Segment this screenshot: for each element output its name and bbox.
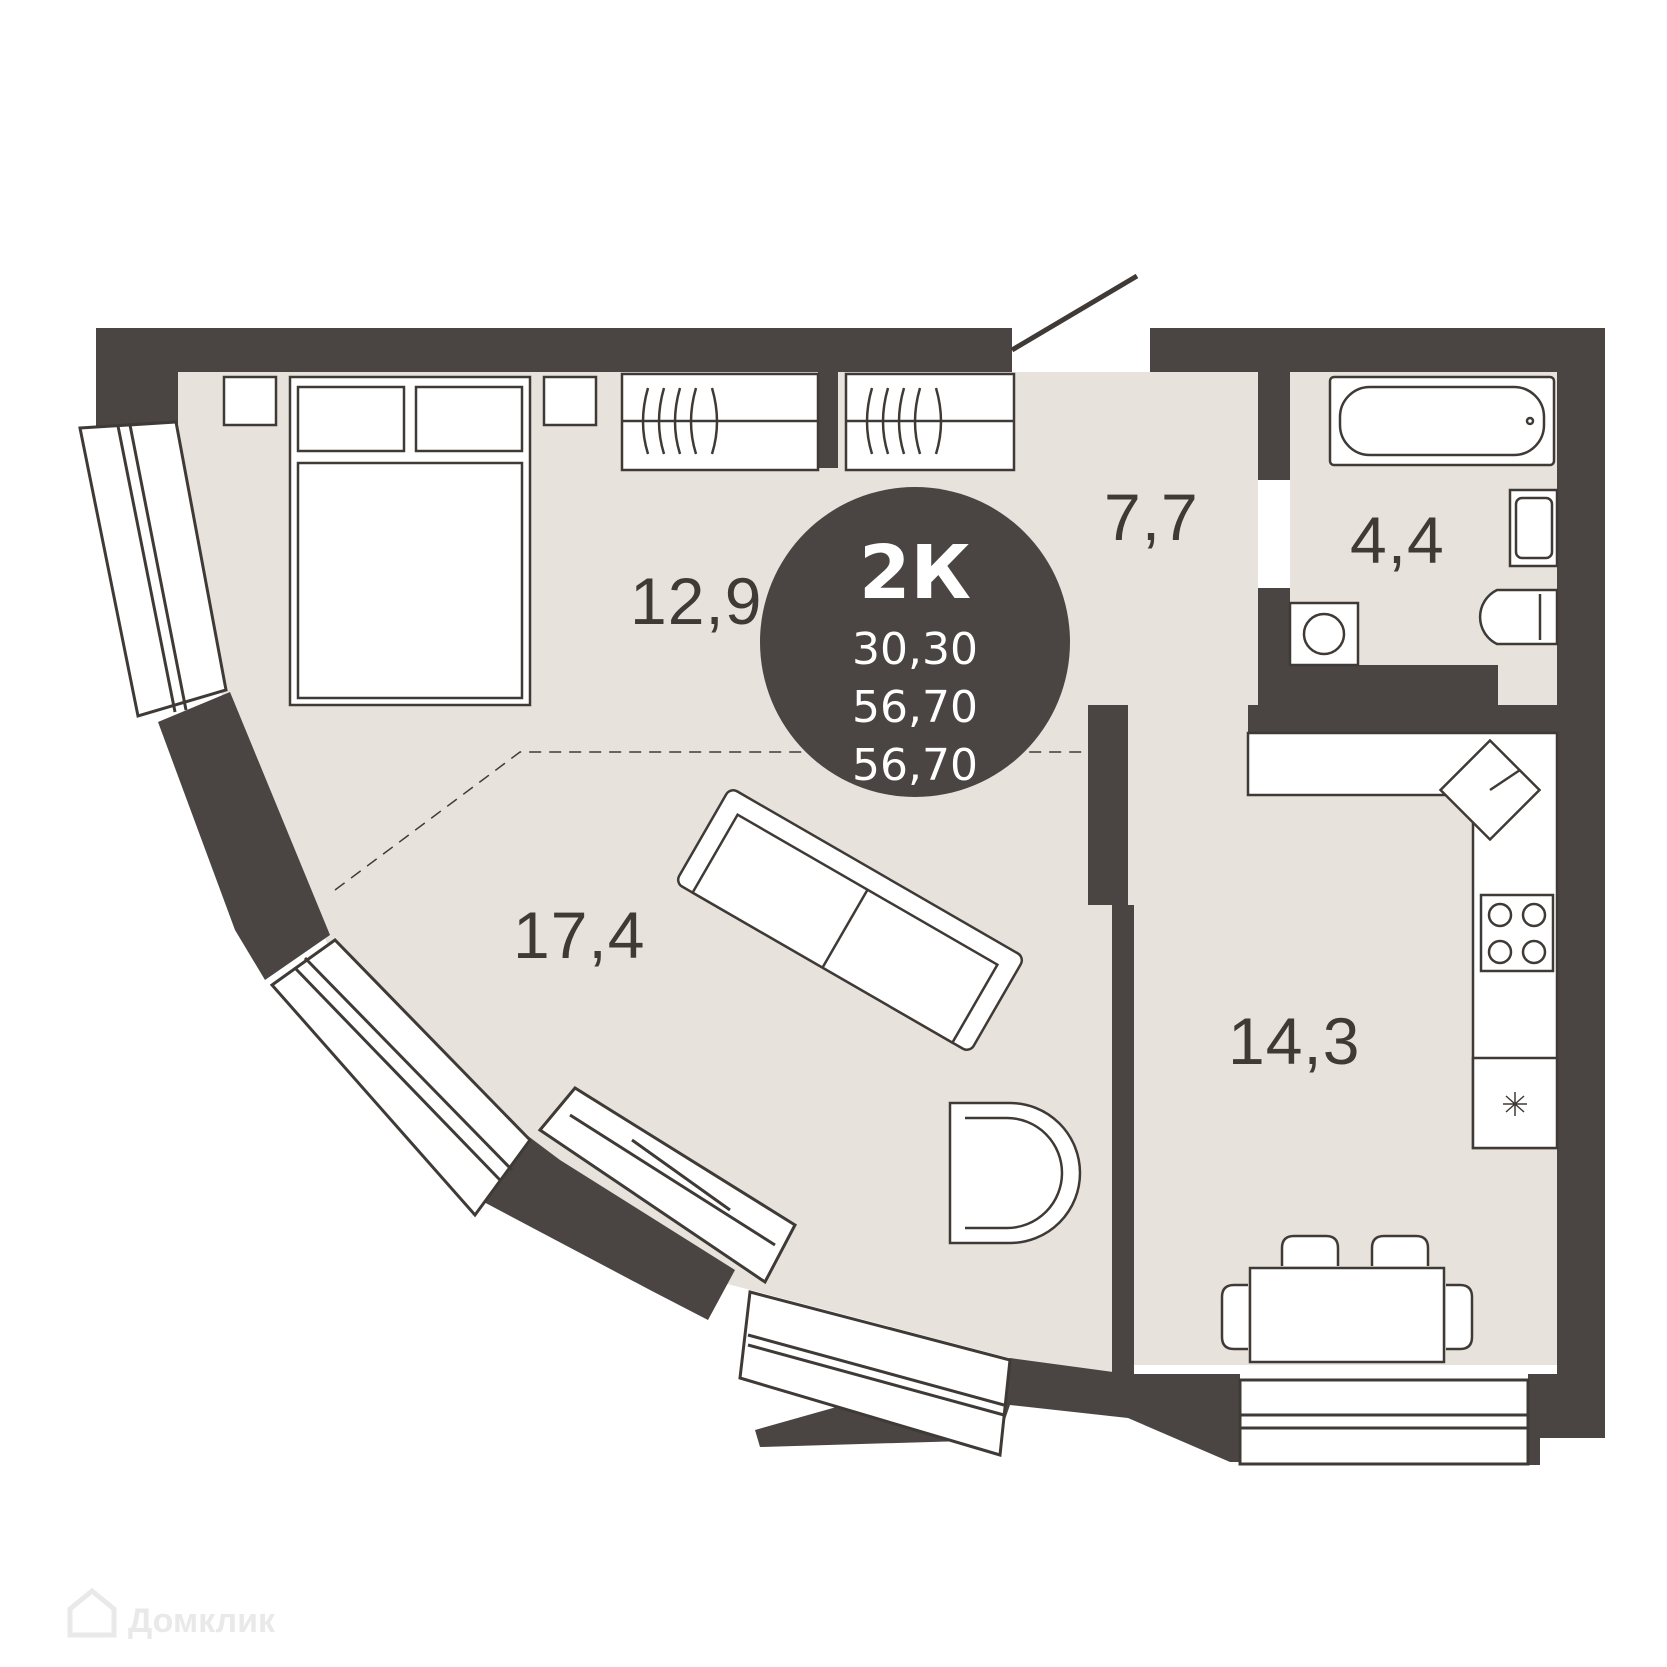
wardrobe-right [844, 372, 1016, 472]
nightstand-left [222, 375, 278, 427]
chair [1220, 1283, 1248, 1351]
chair [1370, 1234, 1430, 1266]
washing-machine [1288, 601, 1360, 667]
apartment-type: 2К [859, 530, 971, 616]
watermark-text: Домклик [128, 1602, 276, 1640]
bed [288, 375, 532, 707]
wardrobe-left [620, 372, 820, 472]
living-room-area: 17,4 [513, 898, 645, 972]
window-5 [1238, 1378, 1530, 1466]
bedroom-area: 12,9 [630, 564, 762, 638]
hallway-area: 7,7 [1104, 480, 1199, 554]
watermark: Домклик [67, 1587, 276, 1640]
toilet [1478, 588, 1559, 646]
bathroom-area: 4,4 [1350, 503, 1445, 577]
room-labels: 12,9 7,7 4,4 17,4 14,3 [513, 480, 1445, 1078]
chair [1446, 1283, 1474, 1351]
area-value-3: 56,70 [852, 740, 978, 791]
windows [78, 420, 1530, 1466]
chair [1280, 1234, 1340, 1266]
fridge [1471, 1056, 1559, 1150]
area-value-1: 30,30 [852, 624, 978, 675]
dining-table [1248, 1266, 1446, 1364]
entry-door [1010, 273, 1139, 353]
area-value-2: 56,70 [852, 682, 978, 733]
window-4 [738, 1290, 1012, 1457]
nightstand-right [542, 375, 598, 427]
armchair [948, 1101, 1082, 1245]
sofa [676, 789, 1024, 1051]
house-icon [67, 1587, 117, 1638]
furniture [222, 372, 1559, 1364]
window-1 [78, 420, 228, 718]
kitchen-area: 14,3 [1228, 1004, 1360, 1078]
apartment-badge: 2К 30,30 56,70 56,70 [760, 487, 1070, 797]
